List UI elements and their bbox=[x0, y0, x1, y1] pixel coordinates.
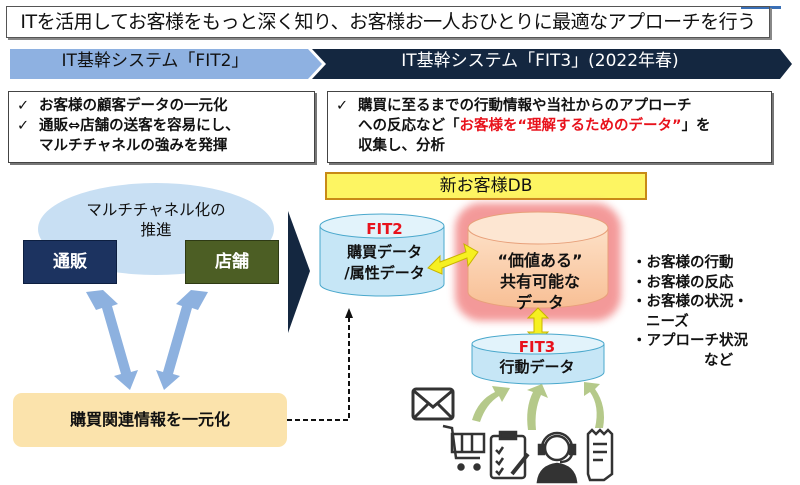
phase-banner bbox=[10, 49, 792, 79]
data-type-item: ・アプローチ状況 bbox=[632, 333, 748, 349]
data-type-item: ニーズ bbox=[646, 313, 689, 330]
green-input-arrows bbox=[472, 382, 604, 430]
dashed-connector-arrowhead bbox=[345, 308, 353, 318]
green-arrow bbox=[472, 386, 510, 422]
bidirectional-arrow-store bbox=[156, 290, 208, 390]
phase-fit3-label: IT基幹システム「FIT3」(2022年春) bbox=[401, 51, 679, 71]
multichannel-label: マルチチャネル化の 推進 bbox=[86, 201, 226, 239]
fit2-point: マルチチャネルの強みを発揮 bbox=[39, 138, 228, 154]
page-corner-mark bbox=[735, 0, 785, 9]
shared-value-db-cylinder bbox=[455, 203, 621, 321]
shopping-cart-icon bbox=[442, 424, 486, 471]
fit2-point: ✓ お客様の顧客データの一元化 bbox=[17, 98, 228, 114]
dashed-connector bbox=[287, 316, 350, 421]
phase-fit2-arrow bbox=[10, 49, 322, 79]
data-type-item: など bbox=[704, 352, 733, 369]
phase-fit3-arrow bbox=[312, 49, 792, 79]
mail-icon bbox=[411, 387, 455, 421]
new-customer-db-banner: 新お客様DB bbox=[325, 172, 647, 200]
fit3-points-box: ✓ 購買に至るまでの行動情報や当社からのアプローチ への反応など「お客様を“理解… bbox=[327, 91, 772, 163]
shared-value-db-label: “価値ある” 共有可能な データ bbox=[497, 251, 583, 312]
fit3-db-cylinder bbox=[471, 333, 605, 385]
fit2-db-label: 購買データ /属性データ bbox=[344, 243, 425, 282]
mail-order-box: 通販 bbox=[23, 240, 117, 284]
check-icon: ✓ bbox=[17, 118, 30, 134]
green-arrow bbox=[527, 384, 548, 430]
clipboard-checklist-icon bbox=[489, 430, 530, 480]
fit2-db-cylinder bbox=[319, 213, 445, 297]
fit3-db-label: 行動データ bbox=[499, 358, 575, 376]
fit2-point: ✓ 通販⇔店舗の送客を容易にし、 bbox=[17, 118, 240, 134]
fit3-point: ✓ 購買に至るまでの行動情報や当社からのアプローチ への反応など「お客様を“理解… bbox=[336, 98, 711, 154]
fit2-points-box: ✓ お客様の顧客データの一元化 ✓ 通販⇔店舗の送客を容易にし、 マルチチャネル… bbox=[8, 91, 315, 163]
store-box: 店舗 bbox=[185, 240, 279, 284]
unify-purchase-info-box: 購買関連情報を一元化 bbox=[13, 393, 287, 447]
bidirectional-arrow-mail-order bbox=[86, 290, 138, 390]
highlight-text: お客様を“理解するためのデータ” bbox=[459, 118, 682, 134]
receipt-icon bbox=[586, 428, 614, 482]
data-types-list: ・お客様の行動 ・お客様の反応 ・お客様の状況・ ニーズ ・アプローチ状況 など bbox=[632, 254, 748, 371]
check-icon: ✓ bbox=[17, 98, 30, 114]
green-arrow bbox=[584, 382, 604, 428]
fit2-db-tag: FIT2 bbox=[366, 220, 403, 238]
phase-fit2-label: IT基幹システム「FIT2」 bbox=[61, 51, 249, 71]
transition-chevron bbox=[288, 211, 310, 333]
fit3-db-tag: FIT3 bbox=[518, 338, 556, 356]
data-type-item: ・お客様の反応 bbox=[632, 274, 734, 291]
yellow-bidirectional-arrow-horizontal bbox=[427, 242, 479, 275]
headline: ITを活用してお客様をもっと深く知り、お客様お一人おひとりに最適なアプローチを行… bbox=[6, 6, 770, 38]
data-type-item: ・お客様の状況・ bbox=[632, 294, 748, 310]
data-type-item: ・お客様の行動 bbox=[632, 255, 734, 271]
call-center-operator-icon bbox=[536, 431, 578, 484]
check-icon: ✓ bbox=[336, 98, 349, 114]
